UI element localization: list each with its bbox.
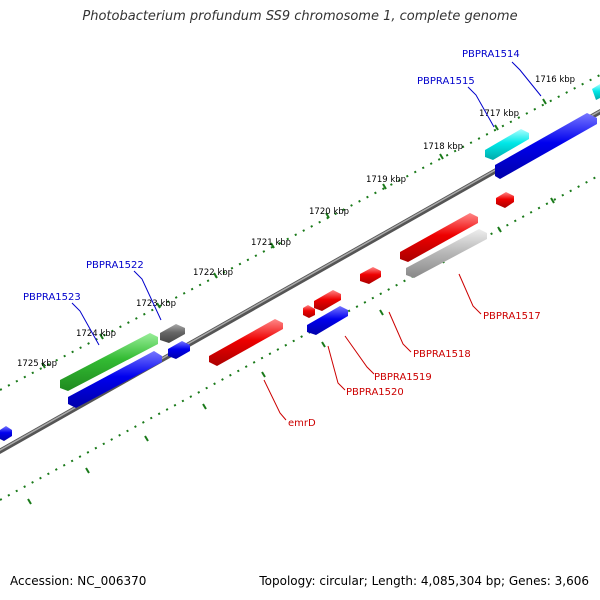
gene-feature [68, 351, 162, 408]
gene-feature [209, 319, 283, 366]
kbp-label: 1722 kbp [193, 268, 233, 278]
gene-label[interactable]: PBPRA1522 [86, 260, 144, 271]
gene-feature [0, 426, 12, 441]
kbp-label: 1725 kbp [17, 359, 57, 369]
gene-label[interactable]: PBPRA1520 [346, 387, 404, 398]
gene-feature [303, 305, 315, 318]
gene-feature [592, 84, 600, 100]
kbp-label: 1721 kbp [251, 238, 291, 248]
gene-feature [314, 290, 341, 311]
gene-feature [168, 341, 190, 359]
reverse-genes [209, 192, 514, 366]
kbp-label: 1716 kbp [535, 75, 575, 85]
gene-label[interactable]: PBPRA1517 [483, 311, 541, 322]
gene-label[interactable]: PBPRA1518 [413, 349, 471, 360]
gene-feature [406, 229, 487, 278]
kbp-label: 1723 kbp [136, 299, 176, 309]
kbp-label: 1718 kbp [423, 142, 463, 152]
gene-feature [400, 213, 478, 262]
forward-genes [0, 84, 600, 441]
genome-summary-text: Topology: circular; Length: 4,085,304 bp… [259, 574, 589, 588]
kbp-label: 1719 kbp [366, 175, 406, 185]
gene-feature [496, 192, 514, 208]
gene-feature [160, 324, 185, 343]
outer-major-ticks [41, 98, 547, 369]
gene-label[interactable]: PBPRA1523 [23, 292, 81, 303]
kbp-label: 1724 kbp [76, 329, 116, 339]
kbp-label: 1720 kbp [309, 207, 349, 217]
map-title: Photobacterium profundum SS9 chromosome … [82, 9, 518, 24]
gene-label[interactable]: PBPRA1515 [417, 76, 475, 87]
gene-feature [485, 129, 529, 160]
outer-tick-track [0, 74, 600, 391]
gene-feature [60, 333, 158, 391]
gene-feature [360, 267, 381, 284]
kbp-label: 1717 kbp [479, 109, 519, 119]
leader-lines [71, 61, 542, 421]
accession-text: Accession: NC_006370 [10, 574, 147, 588]
inner-major-ticks [27, 197, 555, 505]
gene-feature [495, 113, 597, 179]
gene-feature [307, 306, 348, 335]
gene-label[interactable]: PBPRA1519 [374, 372, 432, 383]
gene-label[interactable]: emrD [288, 418, 316, 429]
gene-label[interactable]: PBPRA1514 [462, 49, 520, 60]
